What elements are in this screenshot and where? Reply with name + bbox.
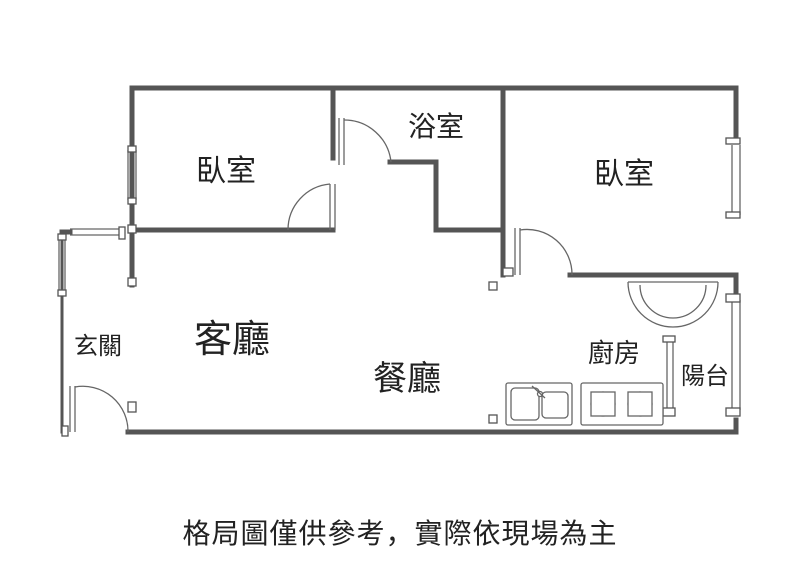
bedroom-right-label: 臥室 xyxy=(594,157,654,192)
disclaimer-caption: 格局圖僅供參考，實際依現場為主 xyxy=(182,517,618,550)
kitchen-appliances xyxy=(505,382,664,426)
balcony-label: 陽台 xyxy=(681,362,729,390)
doors xyxy=(69,118,719,433)
living-room-label: 客廳 xyxy=(194,317,270,361)
posts xyxy=(57,137,741,437)
kitchen-label: 廚房 xyxy=(588,339,640,369)
right-bedroom-walls xyxy=(500,85,739,141)
dining-room-label: 餐廳 xyxy=(373,359,441,399)
windows xyxy=(58,145,741,410)
bathroom-walls xyxy=(330,85,506,233)
walls xyxy=(59,85,739,435)
entrance-label: 玄關 xyxy=(74,332,122,360)
left-bedroom-walls xyxy=(129,85,336,288)
bottom-wall xyxy=(125,417,739,435)
bedroom-left-label: 臥室 xyxy=(196,154,256,189)
right-bedroom-kitchen-wall xyxy=(567,272,739,298)
bathroom-label: 浴室 xyxy=(408,110,464,143)
